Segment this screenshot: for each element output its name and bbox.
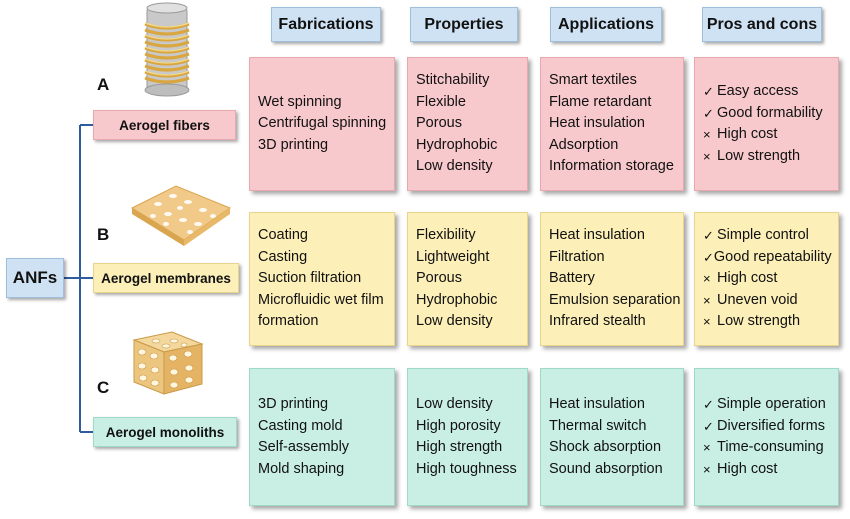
con-item: ×Low strength bbox=[703, 146, 830, 168]
cell-c-properties: Low density High porosity High strength … bbox=[407, 368, 528, 506]
row-letter-a: A bbox=[97, 75, 110, 94]
list-item: Casting mold bbox=[258, 417, 343, 434]
pro-item: ✓Easy access bbox=[703, 81, 830, 103]
check-icon: ✓ bbox=[703, 418, 714, 434]
list-item: Adsorption bbox=[549, 136, 619, 153]
con-item: ×High cost bbox=[703, 268, 830, 290]
list-item: Information storage bbox=[549, 158, 674, 175]
list-item: Porous bbox=[416, 115, 462, 132]
list-item: Low density bbox=[416, 396, 493, 412]
list-item: Hydrophobic bbox=[416, 291, 498, 308]
list-item: Low density bbox=[416, 158, 493, 175]
con-item: ×Low strength bbox=[703, 311, 830, 333]
con-item: ×Uneven void bbox=[703, 290, 830, 312]
pro-item: ✓Simple control bbox=[703, 225, 830, 247]
list-item: 3D printing bbox=[258, 396, 329, 412]
list-item: Heat insulation bbox=[549, 227, 645, 244]
list-item: Microfluidic wet film bbox=[258, 291, 384, 308]
aerogel-membrane-image bbox=[130, 185, 232, 246]
list-item: Shock absorption bbox=[549, 439, 662, 455]
check-icon: ✓ bbox=[703, 228, 714, 244]
cross-icon: × bbox=[703, 461, 711, 477]
header-applications: Applications bbox=[550, 7, 662, 42]
list-item: formation bbox=[258, 313, 319, 330]
list-item: Flexible bbox=[416, 93, 466, 110]
list-item: Sound absorption bbox=[549, 460, 663, 477]
label-aerogel-monoliths: Aerogel monoliths bbox=[93, 417, 237, 447]
list-item: Hydrophobic bbox=[416, 136, 498, 153]
check-icon: ✓ bbox=[703, 105, 714, 121]
row-letter-c: C bbox=[97, 378, 110, 397]
list-item: Battery bbox=[549, 270, 595, 287]
cell-b-properties: Flexibility Lightweight Porous Hydrophob… bbox=[407, 212, 528, 346]
list-item: Emulsion separation bbox=[549, 291, 681, 308]
header-fabrications: Fabrications bbox=[271, 7, 381, 42]
list-item: Thermal switch bbox=[549, 417, 647, 434]
cell-c-pros-cons: ✓Simple operation ✓Diversified forms ×Ti… bbox=[694, 368, 839, 506]
list-item: Flexibility bbox=[416, 227, 476, 244]
header-pros-and-cons: Pros and cons bbox=[702, 7, 822, 42]
pro-item: ✓Good repeatability bbox=[703, 247, 832, 269]
list-item: Filtration bbox=[549, 248, 605, 265]
label-aerogel-membranes: Aerogel membranes bbox=[93, 263, 239, 293]
list-item: Infrared stealth bbox=[549, 313, 646, 330]
list-item: Low density bbox=[416, 313, 493, 330]
list-item: Smart textiles bbox=[549, 72, 637, 89]
label-aerogel-fibers: Aerogel fibers bbox=[93, 110, 236, 140]
list-item: Porous bbox=[416, 270, 462, 287]
cell-b-fabrications: Coating Casting Suction filtration Micro… bbox=[249, 212, 395, 346]
list-item: Centrifugal spinning bbox=[258, 115, 387, 132]
list-item: Flame retardant bbox=[549, 93, 652, 110]
list-item: 3D printing bbox=[258, 136, 329, 153]
con-item: ×High cost bbox=[703, 459, 830, 481]
list-item: Heat insulation bbox=[549, 115, 645, 132]
cell-b-pros-cons: ✓Simple control ✓Good repeatability ×Hig… bbox=[694, 212, 839, 346]
header-properties: Properties bbox=[410, 7, 518, 42]
cell-a-applications: Smart textiles Flame retardant Heat insu… bbox=[540, 57, 684, 191]
cross-icon: × bbox=[703, 314, 711, 330]
list-item: Stitchability bbox=[416, 72, 490, 89]
pro-item: ✓Good formability bbox=[703, 103, 830, 125]
list-item: Heat insulation bbox=[549, 396, 645, 412]
check-icon: ✓ bbox=[703, 249, 714, 265]
pro-item: ✓Diversified forms bbox=[703, 416, 830, 438]
con-item: ×High cost bbox=[703, 124, 830, 146]
cross-icon: × bbox=[703, 292, 711, 308]
con-item: ×Time-consuming bbox=[703, 437, 830, 459]
cross-icon: × bbox=[703, 440, 711, 455]
list-item: Coating bbox=[258, 227, 308, 244]
list-item: Lightweight bbox=[416, 248, 490, 265]
row-letter-b: B bbox=[97, 225, 110, 244]
root-node: ANFs bbox=[6, 258, 64, 298]
list-item: Self-assembly bbox=[258, 439, 350, 455]
cross-icon: × bbox=[703, 271, 711, 287]
cross-icon: × bbox=[703, 127, 711, 142]
cell-b-applications: Heat insulation Filtration Battery Emuls… bbox=[540, 212, 684, 346]
cell-a-fabrications: Wet spinning Centrifugal spinning 3D pri… bbox=[249, 57, 395, 191]
list-item: High toughness bbox=[416, 460, 517, 477]
check-icon: ✓ bbox=[703, 84, 714, 99]
list-item: Suction filtration bbox=[258, 270, 362, 287]
pro-item: ✓Simple operation bbox=[703, 394, 830, 416]
cell-a-pros-cons: ✓Easy access ✓Good formability ×High cos… bbox=[694, 57, 839, 191]
aerogel-monolith-cube-image bbox=[132, 331, 204, 395]
list-item: Mold shaping bbox=[258, 460, 345, 477]
cell-c-fabrications: 3D printing Casting mold Self-assembly M… bbox=[249, 368, 395, 506]
check-icon: ✓ bbox=[703, 397, 714, 412]
cell-c-applications: Heat insulation Thermal switch Shock abs… bbox=[540, 368, 684, 506]
list-item: High strength bbox=[416, 439, 503, 455]
list-item: Casting bbox=[258, 248, 308, 265]
list-item: High porosity bbox=[416, 417, 501, 434]
list-item: Wet spinning bbox=[258, 93, 342, 110]
cross-icon: × bbox=[703, 148, 711, 164]
aerogel-fiber-spool-image bbox=[144, 2, 190, 97]
cell-a-properties: Stitchability Flexible Porous Hydrophobi… bbox=[407, 57, 528, 191]
